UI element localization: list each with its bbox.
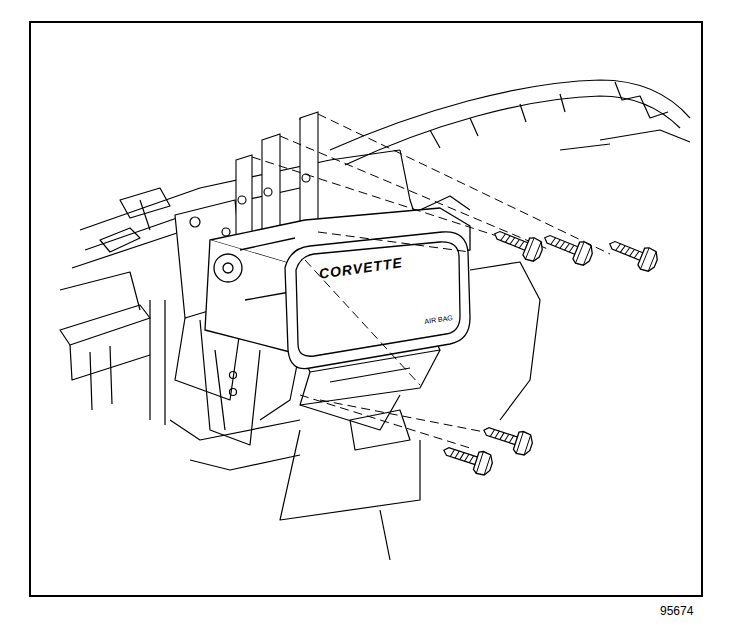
airbag-module: [205, 208, 470, 369]
frame-border: [30, 22, 702, 596]
dash-structure: [60, 80, 690, 560]
figure-number: 95674: [660, 604, 693, 618]
bolts: [440, 224, 660, 478]
alignment-lines: [252, 114, 610, 448]
